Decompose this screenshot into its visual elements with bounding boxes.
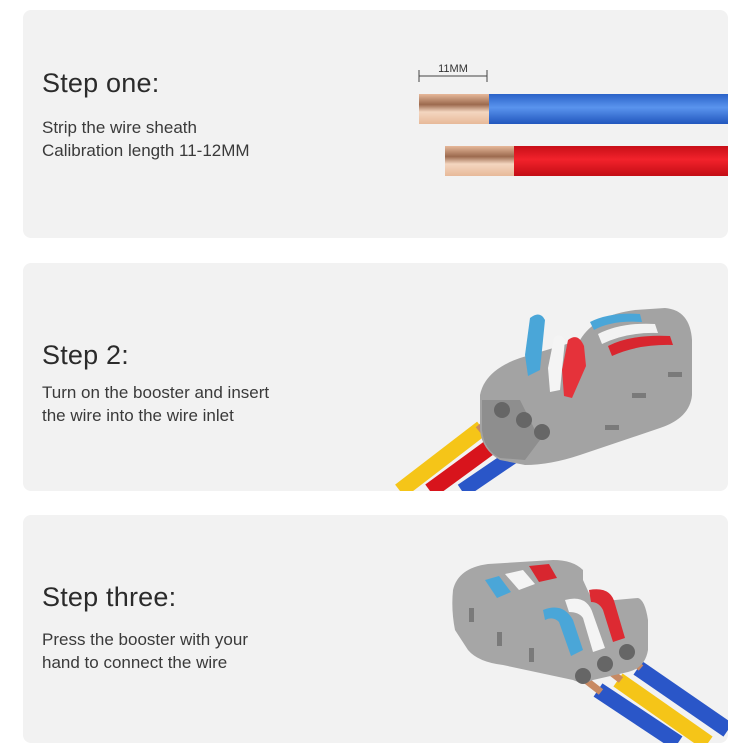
step-one-line-1: Strip the wire sheath	[42, 118, 197, 137]
stripped-wires-illustration: 11MM	[418, 63, 728, 176]
connector-body	[480, 308, 692, 465]
step-two-title: Step 2:	[42, 340, 129, 370]
connector-body	[452, 560, 648, 684]
step-three-line-1: Press the booster with your	[42, 630, 248, 649]
blue-wire	[419, 94, 728, 124]
step-three-title: Step three:	[42, 582, 177, 612]
red-wire	[445, 146, 728, 176]
connector-open-illustration	[395, 308, 692, 491]
step-two-line-1: Turn on the booster and insert	[42, 383, 270, 402]
dimension-marker: 11MM	[418, 63, 488, 82]
step-one-line-2: Calibration length 11-12MM	[42, 141, 250, 160]
step-one-title: Step one:	[42, 68, 160, 98]
step-three-line-2: hand to connect the wire	[42, 653, 228, 672]
step-two-panel: Step 2: Turn on the booster and insert t…	[23, 263, 728, 491]
step-three-description: Press the booster with your hand to conn…	[42, 628, 248, 674]
connector-closed-illustration	[452, 560, 728, 743]
open-levers	[525, 314, 586, 398]
step-one-description: Strip the wire sheath Calibration length…	[42, 116, 250, 162]
dimension-label: 11MM	[438, 63, 468, 75]
step-one-panel: Step one: Strip the wire sheath Calibrat…	[23, 10, 728, 238]
step-two-description: Turn on the booster and insert the wire …	[42, 381, 269, 427]
step-three-panel: Step three: Press the booster with your …	[23, 515, 728, 743]
step-two-line-2: the wire into the wire inlet	[42, 406, 234, 425]
